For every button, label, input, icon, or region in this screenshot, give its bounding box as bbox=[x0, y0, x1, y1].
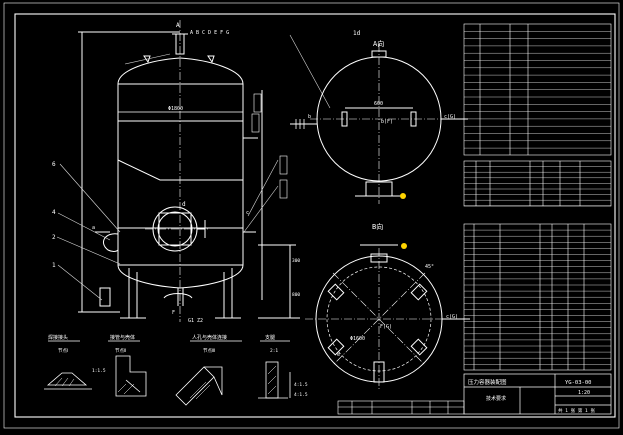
bottom-view-angle: 45° bbox=[425, 264, 434, 270]
detail-dim-1: 1:1.5 bbox=[92, 368, 106, 374]
top-view-center-label: b(F) bbox=[381, 119, 393, 125]
top-view-centerlines bbox=[310, 44, 450, 204]
manhole-label: d bbox=[182, 201, 186, 208]
bottom-view-left-label: e bbox=[337, 352, 340, 358]
side-dim-300: 300 bbox=[292, 258, 300, 264]
parts-list-rows bbox=[464, 229, 611, 365]
top-nozzle-label: A bbox=[176, 22, 180, 29]
side-tags bbox=[251, 93, 288, 199]
technical-table-rows bbox=[464, 31, 611, 149]
outer-frame bbox=[3, 2, 620, 429]
detail-3-sub: 节点Ⅲ bbox=[203, 348, 215, 354]
title-block-scale: 1:20 bbox=[578, 390, 590, 396]
bottom-view-centerlines bbox=[305, 248, 455, 390]
bottom-view-dim: Φ1600 bbox=[350, 336, 365, 342]
bottom-view-title: B向 bbox=[372, 222, 383, 231]
vessel-width-dimension-text: Φ1800 bbox=[168, 106, 183, 112]
top-view-left-flange bbox=[295, 119, 305, 129]
bottom-drain-label: G1 Z2 bbox=[188, 318, 203, 324]
top-view-left-label: b bbox=[308, 114, 311, 120]
center-lines bbox=[145, 20, 210, 322]
nozzle-table-rows bbox=[464, 166, 611, 207]
detail-dim-2: 4:1.5 bbox=[294, 382, 308, 388]
title-block-sheet: 共 1 张 第 1 张 bbox=[558, 407, 595, 414]
detail-2-title: 接管与壳体 bbox=[110, 334, 135, 341]
detail-4-sub: 2:1 bbox=[270, 348, 278, 354]
detail-3-title: 人孔与壳体连接 bbox=[192, 334, 227, 341]
detail-hatching bbox=[54, 365, 277, 400]
nozzle-mark-a: a bbox=[92, 225, 95, 231]
nozzle-mark-c: c bbox=[246, 210, 249, 216]
top-letter-row: A B C D E F G bbox=[190, 30, 229, 36]
top-view-right-label: c(G) bbox=[444, 114, 456, 120]
part-number-1: 1 bbox=[52, 262, 56, 269]
vessel-front-view bbox=[78, 31, 300, 319]
title-block-note: 技术要求 bbox=[486, 395, 506, 402]
title-block-drawing-no: YG-03-00 bbox=[565, 380, 592, 386]
part-number-6: 6 bbox=[52, 161, 56, 168]
top-view-title: A向 bbox=[373, 39, 384, 48]
inner-frame bbox=[14, 13, 616, 418]
nozzle-mark-f: F bbox=[172, 310, 175, 316]
bottom-view-highlight-marker bbox=[401, 243, 407, 249]
side-dim-800: 800 bbox=[292, 292, 300, 298]
part-number-4: 4 bbox=[52, 209, 56, 216]
title-block bbox=[463, 373, 612, 415]
detail-dim-3: 4:1.5 bbox=[294, 392, 308, 398]
revision-strip bbox=[337, 400, 465, 415]
detail-2-sub: 节点Ⅱ bbox=[115, 348, 126, 354]
top-view-dim: 600 bbox=[374, 101, 383, 107]
detail-1-sub: 节点Ⅰ bbox=[58, 348, 68, 354]
bottom-view-right-label: c(G) bbox=[446, 314, 458, 320]
title-block-drawing-title: 压力容器装配图 bbox=[468, 378, 507, 386]
bottom-view-center-label: F(G) bbox=[380, 324, 392, 330]
top-view-corner-label: 1d bbox=[353, 30, 361, 37]
part-number-2: 2 bbox=[52, 234, 56, 241]
leader-lines bbox=[56, 34, 331, 301]
detail-views bbox=[44, 340, 291, 406]
top-view-highlight-marker bbox=[400, 193, 406, 199]
detail-1-title: 焊接接头 bbox=[48, 334, 68, 341]
detail-4-title: 支腿 bbox=[265, 334, 275, 341]
